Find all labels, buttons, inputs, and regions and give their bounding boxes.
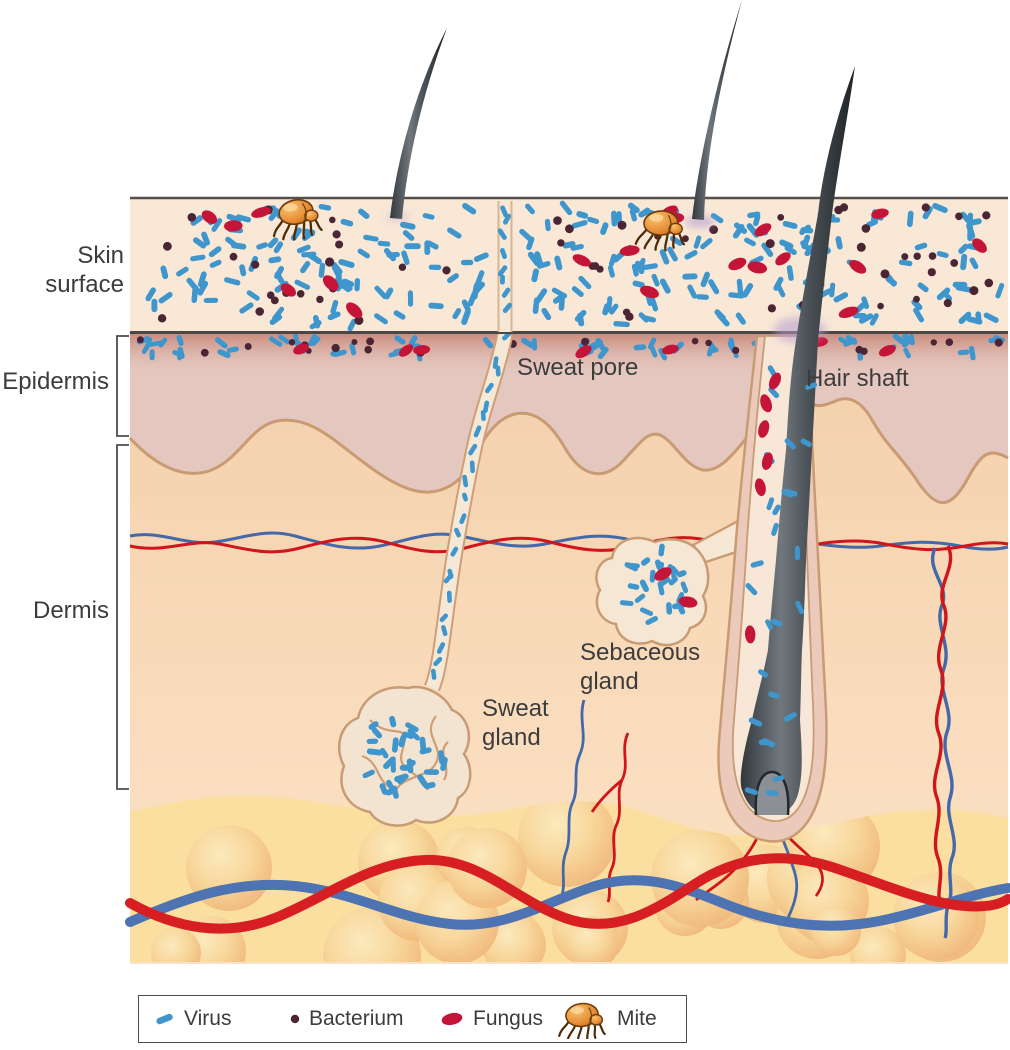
skin-surface-label: Skin surface [45,242,124,299]
legend-item-bacterium: Bacterium [289,996,404,1041]
sweat-pore-label: Sweat pore [517,354,639,381]
virus-icon [152,1010,176,1028]
duct-microbes [431,331,512,680]
brackets [116,335,129,790]
hair-1 [390,28,447,219]
legend: Virus Bacterium Fungus Mite [138,995,687,1043]
legend-label: Bacterium [309,1006,404,1030]
sweat-gland-label: Sweat gland [482,695,549,752]
artery [125,853,1010,934]
sebaceous-gland [595,518,750,647]
hair-2 [692,0,742,220]
legend-item-mite: Mite [557,996,657,1041]
fungus-icon [439,1010,465,1028]
epidermis-boundary [128,397,1009,504]
mite-icon [557,999,609,1039]
descending-vessels [931,545,956,939]
hair-shaft-label: Hair shaft [806,365,909,392]
main-vessels [125,853,1010,934]
legend-label: Virus [184,1006,232,1030]
vein [125,875,1010,931]
follicle-microbes [744,365,818,796]
dermis-label: Dermis [33,597,109,624]
dermal-capillaries [129,531,1009,554]
legend-item-virus: Virus [152,996,231,1041]
hair-shaft [740,66,855,815]
legend-item-fungus: Fungus [439,996,543,1041]
epidermis-label: Epidermis [2,368,109,395]
sweat-gland [337,685,472,827]
dermis-bracket [116,444,129,790]
surface-microbiome [145,200,1005,331]
legend-label: Fungus [473,1006,544,1030]
pore-channel-microbes [497,205,513,314]
legend-label: Mite [617,1006,657,1030]
bacterium-icon [289,1012,301,1026]
sebaceous-gland-label: Sebaceous gland [580,639,701,696]
epidermis-bracket [116,335,129,437]
